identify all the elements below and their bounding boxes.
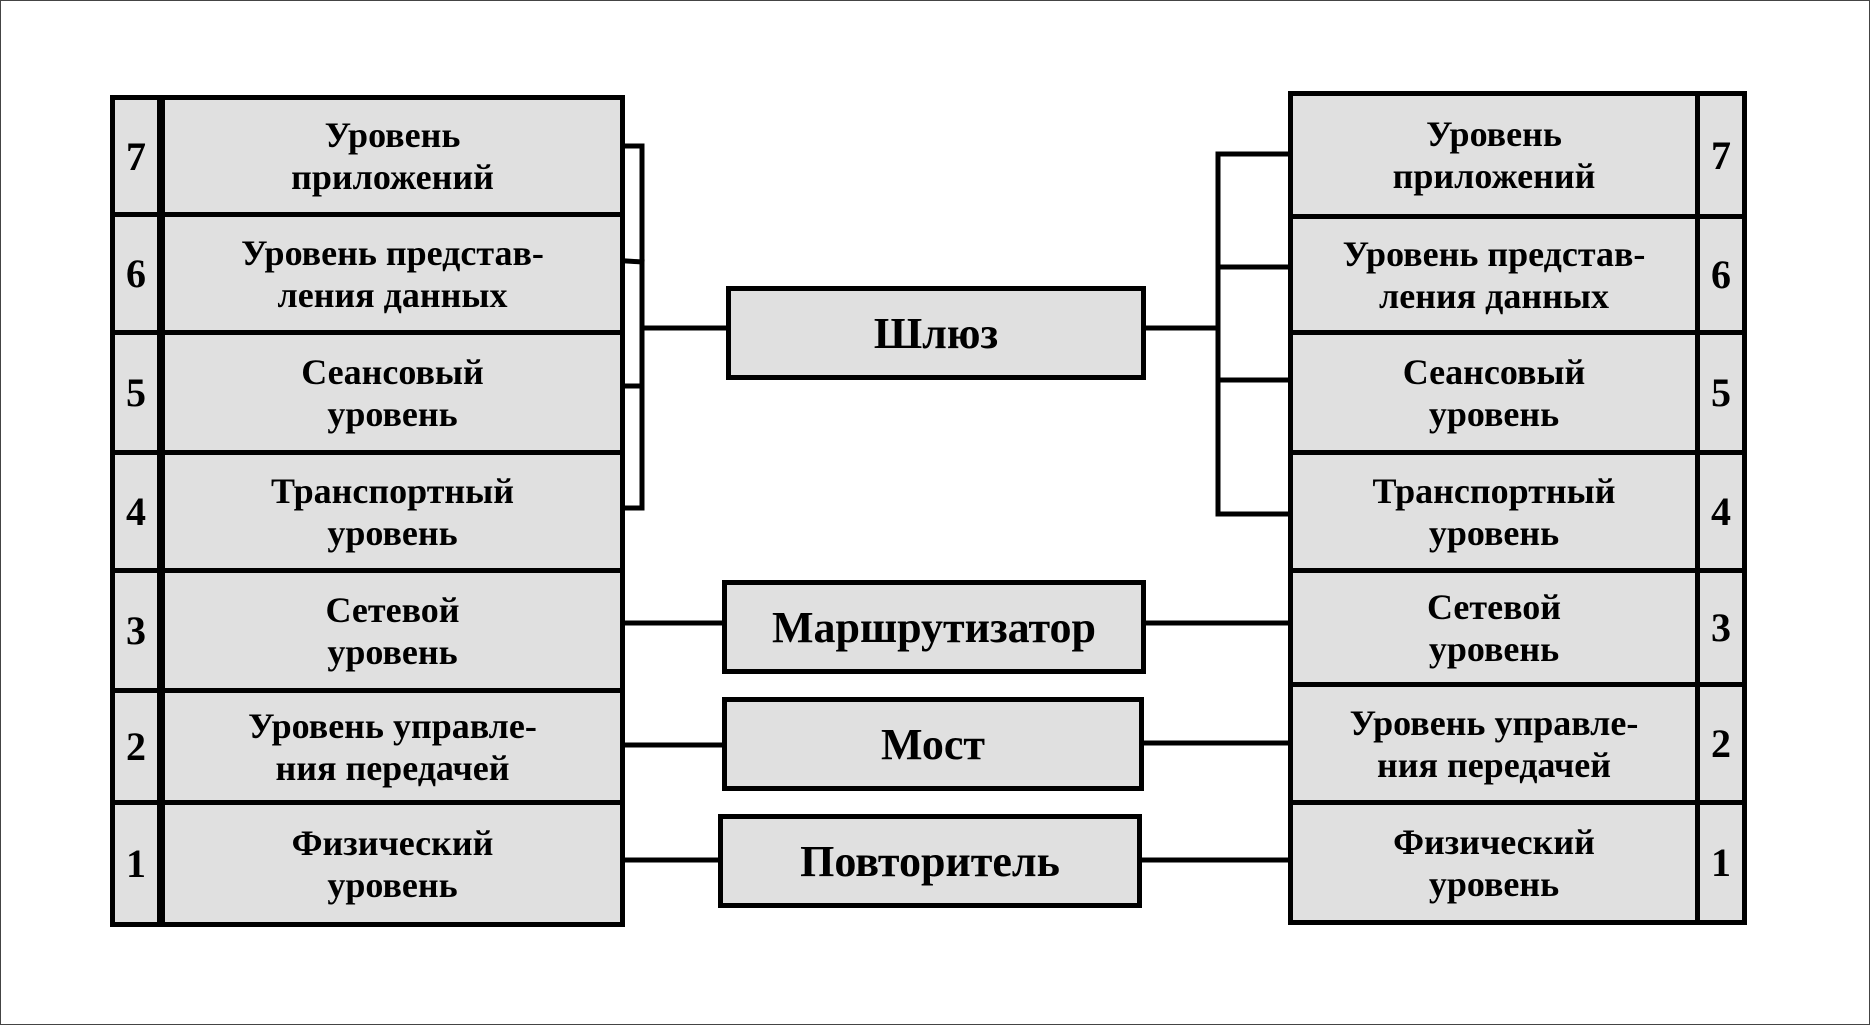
bridge-box: Мост [722, 697, 1144, 791]
left-layer-name: Сетевой уровень [325, 589, 460, 672]
left-layer-name-cell: Сеансовый уровень [160, 330, 625, 455]
left-layer-name-cell: Транспортный уровень [160, 450, 625, 573]
router-box: Маршрутизатор [722, 580, 1146, 674]
gateway-box: Шлюз [726, 286, 1146, 380]
left-layer-number: 3 [126, 608, 146, 653]
left-layer-number-cell: 2 [110, 688, 162, 805]
right-layer-number: 7 [1711, 132, 1731, 178]
repeater-box: Повторитель [718, 814, 1142, 908]
right-layer-name-cell: Уровень представ- ления данных [1288, 214, 1700, 335]
left-layer-number-cell: 4 [110, 450, 162, 573]
right-layer-name: Уровень представ- ления данных [1342, 233, 1646, 316]
left-layer-number-cell: 3 [110, 568, 162, 693]
right-layer-name: Уровень управле- ния передачей [1349, 702, 1639, 785]
right-layer-name: Сеансовый уровень [1402, 351, 1586, 434]
left-layer-name: Сеансовый уровень [301, 351, 484, 434]
left-layer-number-cell: 6 [110, 212, 162, 335]
left-layer-name-cell: Уровень приложений [160, 95, 625, 217]
left-layer-number: 7 [126, 133, 146, 179]
right-layer-number-cell: 3 [1695, 568, 1747, 687]
right-layer-name: Уровень приложений [1392, 114, 1596, 196]
left-layer-number: 1 [126, 841, 146, 886]
left-layer-name: Транспортный уровень [271, 470, 514, 553]
right-layer-name: Транспортный уровень [1372, 470, 1616, 553]
right-layer-number: 4 [1711, 489, 1731, 534]
left-layer-number-cell: 5 [110, 330, 162, 455]
right-layer-name-cell: Сетевой уровень [1288, 568, 1700, 687]
right-layer-name-cell: Уровень управле- ния передачей [1288, 682, 1700, 805]
bridge-label: Мост [880, 719, 986, 769]
right-layer-number-cell: 5 [1695, 330, 1747, 455]
right-layer-number-cell: 2 [1695, 682, 1747, 805]
repeater-label: Повторитель [800, 836, 1060, 886]
right-layer-number-cell: 4 [1695, 450, 1747, 573]
right-layer-number: 6 [1711, 252, 1731, 297]
left-layer-name-cell: Уровень представ- ления данных [160, 212, 625, 335]
right-layer-name-cell: Транспортный уровень [1288, 450, 1700, 573]
left-layer-number: 6 [126, 251, 146, 296]
right-layer-number: 2 [1711, 721, 1731, 766]
left-layer-name: Уровень управле- ния передачей [248, 705, 537, 788]
right-layer-name: Физический уровень [1393, 821, 1595, 904]
right-gateway-bracket [1215, 151, 1293, 517]
right-layer-name-cell: Уровень приложений [1288, 91, 1700, 219]
left-layer-name-cell: Уровень управле- ния передачей [160, 688, 625, 805]
right-layer-name: Сетевой уровень [1426, 586, 1561, 669]
left-layer-name: Уровень приложений [291, 115, 494, 197]
left-layer-number-cell: 1 [110, 800, 162, 927]
right-layer-number-cell: 7 [1695, 91, 1747, 219]
right-layer-number: 1 [1711, 840, 1731, 885]
right-layer-number: 5 [1711, 370, 1731, 415]
router-label: Маршрутизатор [771, 602, 1097, 652]
gateway-label: Шлюз [873, 308, 999, 358]
left-layer-name-cell: Сетевой уровень [160, 568, 625, 693]
right-layer-name-cell: Физический уровень [1288, 800, 1700, 925]
left-layer-number: 4 [126, 489, 146, 534]
right-layer-number: 3 [1711, 605, 1731, 650]
left-layer-number: 2 [126, 724, 146, 769]
left-layer-number: 5 [126, 370, 146, 415]
right-layer-number-cell: 1 [1695, 800, 1747, 925]
right-layer-name-cell: Сеансовый уровень [1288, 330, 1700, 455]
left-layer-name: Физический уровень [291, 822, 494, 905]
right-layer-number-cell: 6 [1695, 214, 1747, 335]
left-layer-number-cell: 7 [110, 95, 162, 217]
left-layer-name-cell: Физический уровень [160, 800, 625, 927]
left-layer-name: Уровень представ- ления данных [241, 232, 544, 315]
